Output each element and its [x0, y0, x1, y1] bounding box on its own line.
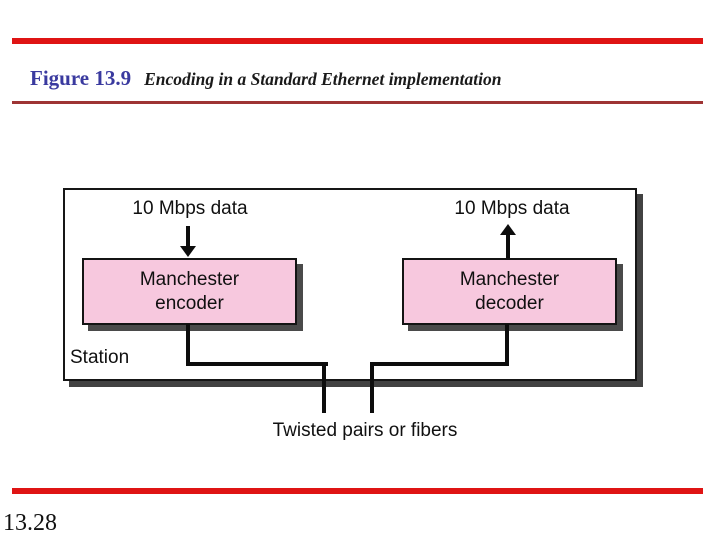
down-arrow-shaft — [186, 226, 190, 248]
figure-number: Figure 13.9 — [30, 66, 132, 90]
encoder-label-line1: Manchester — [139, 268, 240, 290]
decoder-label-line1: Manchester — [459, 268, 560, 290]
up-arrow-shaft — [506, 233, 510, 258]
up-arrow-head — [500, 224, 516, 235]
station-label: Station — [70, 347, 130, 368]
encoder-connector-vertical — [186, 324, 190, 366]
decoder-connector-vertical — [505, 324, 509, 366]
decoder-label-line2: decoder — [475, 292, 544, 314]
data-rate-label-right: 10 Mbps data — [454, 198, 570, 219]
page-number: 13.28 — [3, 510, 57, 536]
data-rate-label-left: 10 Mbps data — [132, 198, 248, 219]
figure-caption: Encoding in a Standard Ethernet implemen… — [144, 69, 502, 89]
down-arrow-head — [180, 246, 196, 257]
encoder-connector-horizontal — [186, 362, 328, 366]
bottom-rule — [12, 488, 703, 494]
medium-label: Twisted pairs or fibers — [272, 420, 458, 441]
encoder-box: Manchester encoder — [82, 258, 297, 325]
cable-drop-right — [370, 362, 374, 413]
top-rule — [12, 38, 703, 44]
decoder-box: Manchester decoder — [402, 258, 617, 325]
decoder-connector-horizontal — [370, 362, 509, 366]
title-divider-rule — [12, 101, 703, 104]
encoder-label-line2: encoder — [155, 292, 224, 314]
slide-title: Figure 13.9 Encoding in a Standard Ether… — [30, 66, 501, 91]
cable-drop-left — [322, 362, 326, 413]
